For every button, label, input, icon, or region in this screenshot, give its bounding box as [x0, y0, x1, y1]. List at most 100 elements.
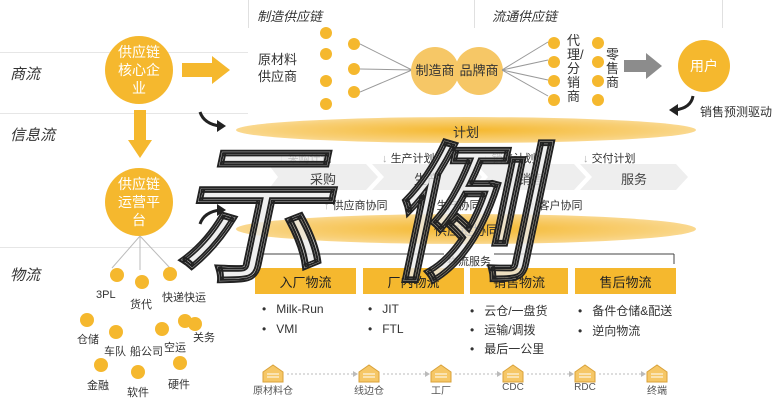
manufacturer-node: 制造商 — [411, 47, 459, 95]
supplier-dot — [320, 75, 332, 87]
provider-label: 硬件 — [168, 379, 190, 391]
provider-label: 车队 — [104, 346, 126, 358]
provider-label: 仓储 — [77, 334, 99, 346]
logistics-box-aftersales: 售后物流 — [575, 268, 676, 294]
sales-forecast-label: 销售预测驱动 — [700, 105, 773, 119]
lane-divider — [0, 113, 248, 114]
provider-dot — [110, 268, 124, 282]
collab-band — [236, 214, 696, 244]
chain-divider — [722, 0, 723, 28]
provider-dot — [80, 313, 94, 327]
brand-label: 品牌商 — [459, 63, 499, 78]
supplier-dot — [348, 38, 360, 50]
provider-dot — [155, 322, 169, 336]
warehouse-label: RDC — [574, 382, 596, 393]
process-item-purchase: 采购 — [309, 172, 336, 187]
plan-item-purchase: ↓ 采购计划 — [279, 153, 332, 165]
manufacturing-chain-title: 制造供应链 — [257, 9, 323, 24]
circulation-chain-title: 流通供应链 — [492, 9, 558, 24]
bullet-item: • Milk-Run — [262, 302, 324, 316]
provider-dot — [188, 317, 202, 331]
supplier-dot — [348, 86, 360, 98]
manufacturer-label: 制造商 — [415, 63, 455, 78]
collab-band-label: 供应链协同 — [434, 223, 500, 238]
distributor-dot — [548, 75, 560, 87]
lane-label-info: 信息流 — [10, 127, 56, 144]
retailer-dot — [592, 56, 604, 68]
provider-label: 金融 — [87, 380, 109, 392]
arrow-down-icon — [128, 110, 152, 158]
provider-label: 3PL — [96, 289, 116, 301]
bullet-item: • 云仓/一盘货 — [470, 304, 548, 318]
core-enterprise-label: 供应链核心企业 — [118, 44, 160, 96]
bullet-item: • JIT — [368, 302, 399, 316]
arrow-right-icon — [182, 56, 230, 84]
bullet-item: • 运输/调拨 — [470, 323, 536, 337]
provider-label: 船公司 — [130, 346, 163, 358]
bullet-item: • 最后一公里 — [470, 342, 545, 356]
logistics-box-sales: 销售物流 — [470, 268, 568, 294]
connector-lines — [502, 41, 549, 97]
lane-label-logistics: 物流 — [10, 267, 41, 284]
provider-label: 快递快运 — [162, 292, 206, 304]
distributor-dot — [548, 94, 560, 106]
plan-item-delivery: ↓ 交付计划 — [583, 153, 636, 165]
warehouse-label: 原材料仓 — [253, 386, 293, 397]
supplier-dot — [348, 63, 360, 75]
distributor-dot — [548, 56, 560, 68]
warehouse-label: 工厂 — [431, 386, 451, 397]
collab-supplier: ↑ 供应商协同 — [324, 200, 388, 212]
process-item-service: 服务 — [620, 172, 647, 187]
provider-dot — [131, 365, 145, 379]
brand-node: 品牌商 — [455, 47, 503, 95]
bullet-item: • 备件仓储&配送 — [578, 304, 673, 318]
bullet-item: • 逆向物流 — [578, 324, 641, 338]
warehouse-label: CDC — [502, 382, 524, 393]
logistics-box-inplant: 厂内物流 — [363, 268, 464, 294]
logistics-service-label: 物流服务 — [444, 253, 494, 269]
warehouse-label: 终端 — [647, 386, 667, 397]
bullet-item: • FTL — [368, 322, 404, 336]
provider-dot — [135, 275, 149, 289]
lane-divider — [0, 247, 248, 248]
plan-band-label: 计划 — [453, 125, 480, 140]
user-label: 用户 — [690, 58, 718, 74]
supplier-dot — [320, 48, 332, 60]
collab-production: ↑ 生产协同 — [428, 200, 481, 212]
plan-item-sales: ↓ 销售计划 — [483, 153, 536, 165]
provider-dot — [109, 325, 123, 339]
supplier-dot — [320, 27, 332, 39]
logistics-box-inbound: 入厂物流 — [255, 268, 356, 294]
process-item-sales: 销售 — [517, 172, 544, 187]
provider-dot — [173, 356, 187, 370]
provider-label: 软件 — [127, 387, 149, 399]
provider-label: 关务 — [193, 332, 215, 344]
connector-lines — [111, 235, 171, 270]
raw-material-supplier-label: 原材料供应商 — [258, 52, 298, 84]
curved-arrow-icon — [198, 204, 226, 225]
warehouse-label: 线边仓 — [354, 386, 384, 397]
ops-platform-node: 供应链运营平台 — [105, 168, 173, 236]
process-item-production: 生产 — [413, 172, 440, 187]
retailer-label: 零售商 — [606, 47, 620, 90]
curved-arrow-icon — [198, 111, 226, 132]
chain-divider — [474, 0, 475, 28]
warehouse-flow — [262, 364, 668, 383]
curved-arrow-icon — [669, 95, 695, 116]
ops-platform-label: 供应链运营平台 — [118, 176, 160, 228]
core-enterprise-node: 供应链核心企业 — [105, 36, 173, 104]
arrow-right-icon — [624, 53, 662, 79]
bullet-item: • VMI — [262, 322, 298, 336]
retailer-dot — [592, 37, 604, 49]
distributor-dot — [548, 37, 560, 49]
supplier-dot — [320, 98, 332, 110]
process-chevrons — [268, 164, 688, 190]
watermark: 示例 — [168, 127, 627, 305]
provider-dot — [163, 267, 177, 281]
provider-dot — [94, 358, 108, 372]
lane-label-business: 商流 — [10, 66, 41, 83]
user-node: 用户 — [678, 40, 730, 92]
retailer-dot — [592, 94, 604, 106]
plan-item-production: ↓ 生产计划 — [382, 153, 435, 165]
provider-label: 空运 — [164, 342, 186, 354]
